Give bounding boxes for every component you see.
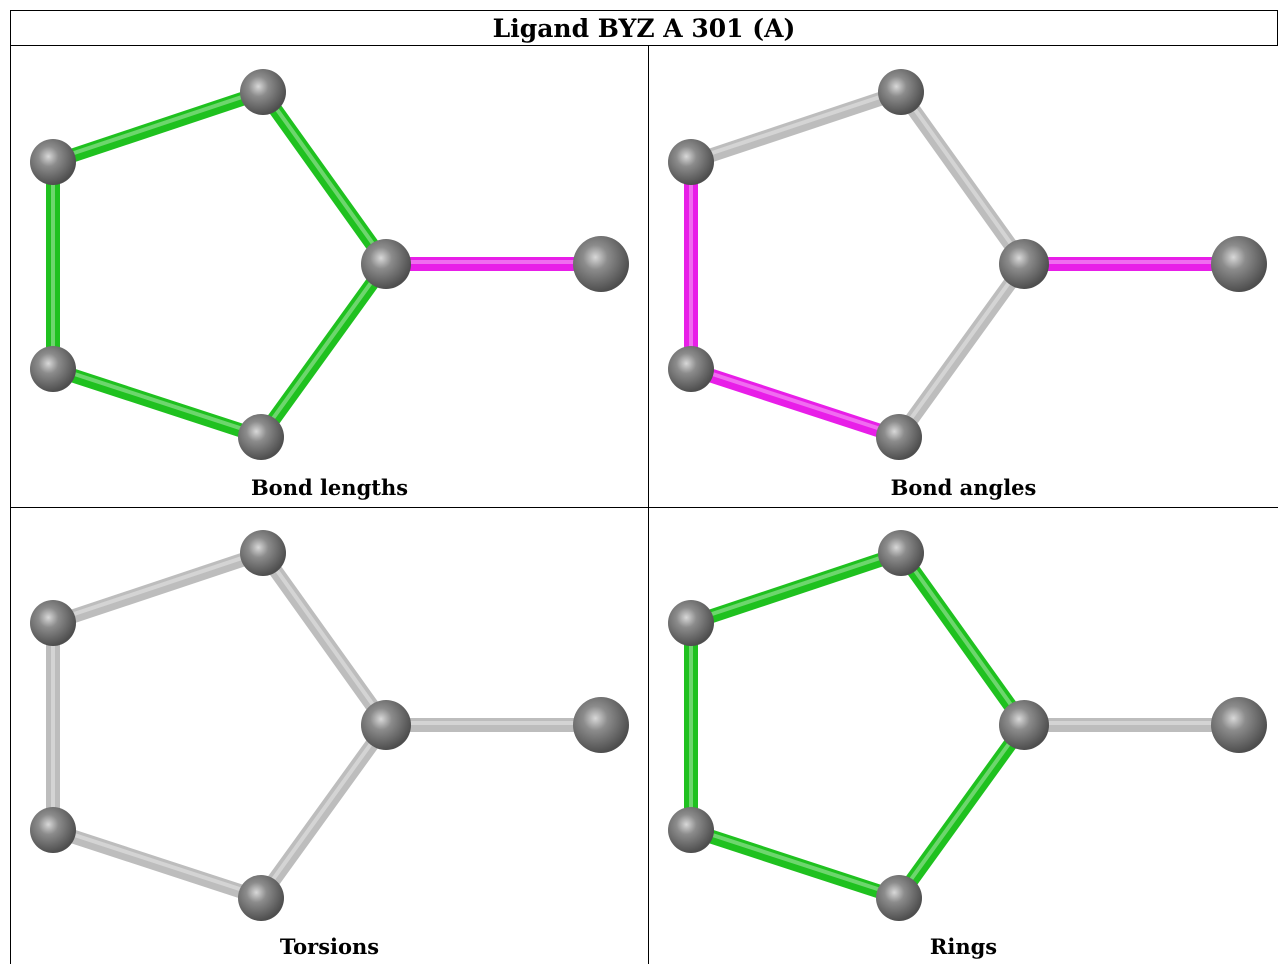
bond-4 [257,87,392,269]
panel-bond-angles: Bond angles [649,47,1278,507]
bond-highlight-2 [690,826,900,898]
atom-2 [30,346,76,392]
caption-bond-lengths: Bond lengths [250,475,409,500]
bond-highlight-3 [897,260,1026,437]
figure-frame: Ligand BYZ A 301 (A) Bond lengths Bond a… [10,10,1278,964]
bond-highlight-4 [899,88,1026,264]
atom-4 [999,239,1049,289]
atom-4 [361,700,411,750]
atom-0 [878,69,924,115]
center-divider [648,46,649,964]
atom-0 [878,530,924,576]
caption-rings: Rings [929,934,998,959]
atom-2 [668,807,714,853]
atom-3 [876,875,922,921]
bond-4 [895,87,1030,269]
bond-3 [893,259,1030,442]
bond-highlight-0 [690,88,902,162]
atom-4 [361,239,411,289]
bond-2 [688,362,902,444]
molecule-diagram [30,69,629,460]
bond-0 [50,85,266,169]
atom-5 [1211,236,1267,292]
bond-highlight-0 [52,88,264,162]
caption-bond-angles: Bond angles [890,475,1037,500]
bond-highlight-3 [259,721,388,898]
bond-2 [50,823,264,905]
bond-2 [50,362,264,444]
bond-3 [255,720,392,903]
atom-2 [668,346,714,392]
bond-highlight-4 [261,88,388,264]
atom-1 [30,600,76,646]
molecule-diagram [30,530,629,921]
bond-highlight-0 [690,549,902,623]
panel-torsions: Torsions [11,508,648,964]
molecule-diagram [668,69,1267,460]
bond-0 [688,85,904,169]
bond-4 [257,548,392,730]
atom-1 [668,600,714,646]
atom-0 [240,530,286,576]
atom-5 [573,236,629,292]
atom-3 [876,414,922,460]
atom-0 [240,69,286,115]
bond-highlight-2 [52,826,262,898]
bond-highlight-0 [52,549,264,623]
bond-0 [688,546,904,630]
panel-rings: Rings [649,508,1278,964]
bond-4 [895,548,1030,730]
middle-divider [10,507,1278,508]
caption-torsions: Torsions [279,934,380,959]
bond-highlight-2 [52,365,262,437]
atom-1 [668,139,714,185]
panel-bond-lengths: Bond lengths [11,47,648,507]
bond-highlight-2 [690,365,900,437]
bond-highlight-3 [259,260,388,437]
figure-title: Ligand BYZ A 301 (A) [10,10,1278,46]
left-border [10,46,11,964]
bond-2 [688,823,902,905]
bond-highlight-4 [261,549,388,725]
atom-3 [238,875,284,921]
bond-highlight-3 [897,721,1026,898]
atom-1 [30,139,76,185]
atom-3 [238,414,284,460]
molecule-diagram [668,530,1267,921]
atom-2 [30,807,76,853]
bond-highlight-4 [899,549,1026,725]
bond-3 [255,259,392,442]
atom-4 [999,700,1049,750]
bond-3 [893,720,1030,903]
bond-0 [50,546,266,630]
atom-5 [573,697,629,753]
atom-5 [1211,697,1267,753]
